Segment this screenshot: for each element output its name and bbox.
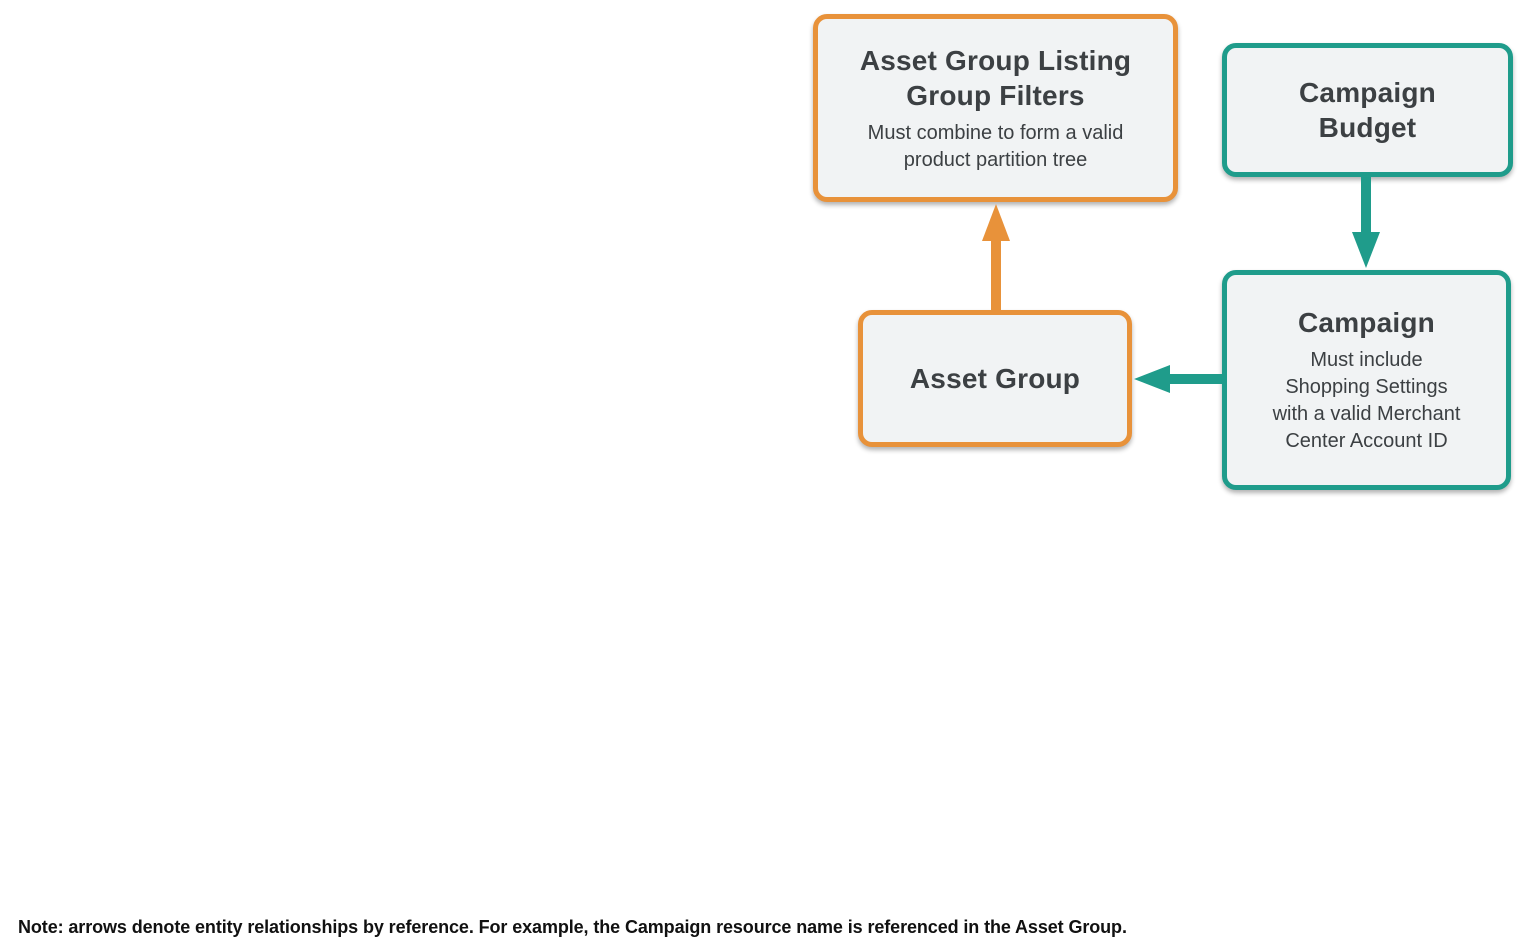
- node-asset-group-listing-group-filters: Asset Group Listing Group Filters Must c…: [813, 14, 1178, 202]
- node-campaign-budget: Campaign Budget: [1222, 43, 1513, 177]
- node-subtitle: Must combine to form a valid product par…: [867, 121, 1124, 171]
- node-title: Campaign: [1298, 307, 1435, 338]
- node-title: Campaign Budget: [1299, 77, 1436, 143]
- arrow-campaign-to-asset-group: [1134, 365, 1222, 393]
- arrowhead-up-icon: [982, 204, 1010, 241]
- arrowhead-down-icon: [1352, 232, 1380, 268]
- node-title: Asset Group Listing Group Filters: [859, 44, 1132, 111]
- node-subtitle: Must include Shopping Settings with a va…: [1272, 349, 1461, 452]
- arrowhead-left-icon: [1134, 365, 1170, 393]
- node-title: Asset Group: [909, 363, 1081, 394]
- node-campaign: Campaign Must include Shopping Settings …: [1222, 270, 1511, 490]
- node-asset-group: Asset Group: [858, 310, 1132, 447]
- arrow-asset-group-to-listing-group-filters: [982, 204, 1010, 312]
- arrow-campaign-budget-to-campaign: [1352, 176, 1380, 268]
- note-text: Note: arrows denote entity relationships…: [18, 917, 1127, 937]
